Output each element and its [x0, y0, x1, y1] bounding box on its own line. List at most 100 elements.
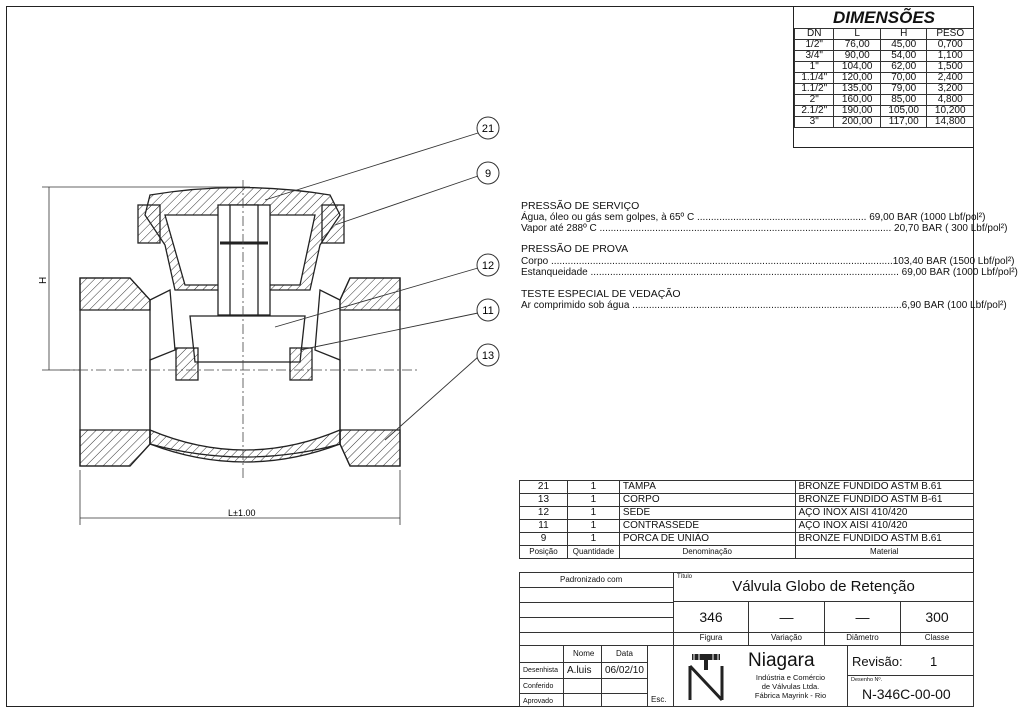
nome-column: Nome A.luis: [563, 645, 602, 707]
standardized-label: Padronizado com: [560, 575, 623, 584]
nome-label: Nome: [573, 649, 595, 658]
classe-value: 300: [925, 609, 949, 625]
dim-cell: 85,00: [879, 94, 928, 106]
header-quantity: Quantidade: [566, 545, 620, 559]
dim-cell: 3/4": [793, 50, 835, 62]
data-label: Data: [616, 649, 633, 658]
callout-bubbles: 21 9 12 11 13: [476, 116, 500, 367]
figura-box: 346 Figura: [673, 601, 749, 646]
callout-11: 11: [482, 305, 493, 317]
part-name: SEDE: [618, 506, 796, 520]
part-position: 13: [519, 493, 568, 507]
figura-value: 346: [699, 609, 723, 625]
part-material: AÇO INOX AISI 410/420: [794, 519, 975, 533]
callout-21: 21: [482, 123, 494, 135]
dim-cell: 70,00: [879, 72, 928, 84]
dim-col-header: L: [833, 28, 881, 40]
dimension-h-label: H: [38, 277, 49, 284]
dim-cell: 1/2": [793, 39, 835, 51]
test-line: Corpo ..................................…: [521, 256, 1015, 267]
signature-roles: Desenhista Conferido Aprovado: [519, 645, 564, 707]
dimension-l: [79, 470, 401, 525]
data-column: Data 06/02/10: [601, 645, 648, 707]
company-name: Niagara: [748, 650, 815, 671]
revision-value: 1: [930, 654, 938, 669]
diametro-box: — Diâmetro: [824, 601, 901, 646]
dim-cell: 1.1/4": [793, 72, 835, 84]
dim-cell: 14,800: [926, 116, 974, 128]
dim-cell: 10,200: [926, 105, 974, 117]
company-box: Niagara Indústria e Comércio de Válvulas…: [673, 645, 848, 707]
dim-cell: 79,00: [879, 83, 928, 95]
aprovado-label: Aprovado: [523, 698, 553, 705]
conferido-label: Conferido: [523, 683, 554, 690]
dim-cell: 117,00: [879, 116, 928, 128]
dim-cell: 76,00: [833, 39, 881, 51]
callout-9: 9: [485, 168, 491, 180]
dimension-h: [42, 186, 250, 371]
part-material: AÇO INOX AISI 410/420: [794, 506, 975, 520]
part-name: TAMPA: [618, 480, 796, 494]
dim-cell: 1,500: [926, 61, 974, 73]
desenhista-label: Desenhista: [523, 667, 559, 674]
revision-box: Revisão: 1: [847, 645, 974, 676]
dim-cell: 2": [793, 94, 835, 106]
dim-cell: 190,00: [833, 105, 881, 117]
drawing-title: Válvula Globo de Retenção: [732, 578, 915, 595]
dim-cell: 1,100: [926, 50, 974, 62]
dim-cell: 45,00: [879, 39, 928, 51]
niagara-logo-icon: [688, 654, 724, 702]
callout-12: 12: [482, 260, 494, 272]
table-row: 13 1 CORPO BRONZE FUNDIDO ASTM B-61: [519, 493, 975, 507]
nome-value: A.luis: [567, 665, 592, 676]
dim-cell: 104,00: [833, 61, 881, 73]
part-position: 21: [519, 480, 568, 494]
center-lines: [60, 180, 420, 480]
drawing-number-label: Desenho Nº.: [851, 677, 883, 683]
service-line: Água, óleo ou gás sem golpes, à 65º C ..…: [521, 212, 986, 223]
service-pressure-title: PRESSÃO DE SERVIÇO: [521, 200, 640, 212]
dim-cell: 135,00: [833, 83, 881, 95]
dim-cell: 105,00: [879, 105, 928, 117]
classe-box: 300 Classe: [900, 601, 974, 646]
esc-label: Esc.: [651, 695, 667, 704]
table-row: 9 1 PORCA DE UNIÃO BRONZE FUNDIDO ASTM B…: [519, 532, 975, 546]
dim-cell: 90,00: [833, 50, 881, 62]
title-label: Título: [677, 574, 693, 580]
part-name: PORCA DE UNIÃO: [618, 532, 796, 546]
part-name: CORPO: [618, 493, 796, 507]
dim-cell: 1": [793, 61, 835, 73]
part-material: BRONZE FUNDIDO ASTM B-61: [794, 493, 975, 507]
seal-line: Ar comprimido sob água .................…: [521, 300, 1007, 311]
company-line: de Válvulas Ltda.: [761, 682, 820, 691]
test-pressure-title: PRESSÃO DE PROVA: [521, 243, 629, 255]
test-line: Estanqueidade ..........................…: [521, 267, 1018, 278]
table-row: 11 1 CONTRASSEDE AÇO INOX AISI 410/420: [519, 519, 975, 533]
dim-cell: 4,800: [926, 94, 974, 106]
standardized-box: Padronizado com: [519, 572, 674, 646]
valve-body: [79, 186, 401, 467]
title-box: Título Válvula Globo de Retenção: [673, 572, 974, 602]
revision-label: Revisão:: [852, 654, 903, 669]
parts-header-row: Posição Quantidade Denominação Material: [519, 545, 975, 559]
dim-cell: 3,200: [926, 83, 974, 95]
company-line: Fábrica Mayrink - Rio: [754, 691, 827, 700]
callout-leaders: [264, 132, 479, 441]
service-line: Vapor até 288º C .......................…: [521, 223, 1008, 234]
part-material: BRONZE FUNDIDO ASTM B.61: [794, 480, 975, 494]
table-row: 21 1 TAMPA BRONZE FUNDIDO ASTM B.61: [519, 480, 975, 494]
figura-label: Figura: [674, 632, 748, 645]
dim-col-header: PESO: [926, 28, 974, 40]
part-name: CONTRASSEDE: [618, 519, 796, 533]
part-qty: 1: [566, 506, 620, 520]
table-row: 12 1 SEDE AÇO INOX AISI 410/420: [519, 506, 975, 520]
dim-cell: 2,400: [926, 72, 974, 84]
dim-cell: 160,00: [833, 94, 881, 106]
diametro-value: —: [855, 609, 870, 625]
part-material: BRONZE FUNDIDO ASTM B.61: [794, 532, 975, 546]
